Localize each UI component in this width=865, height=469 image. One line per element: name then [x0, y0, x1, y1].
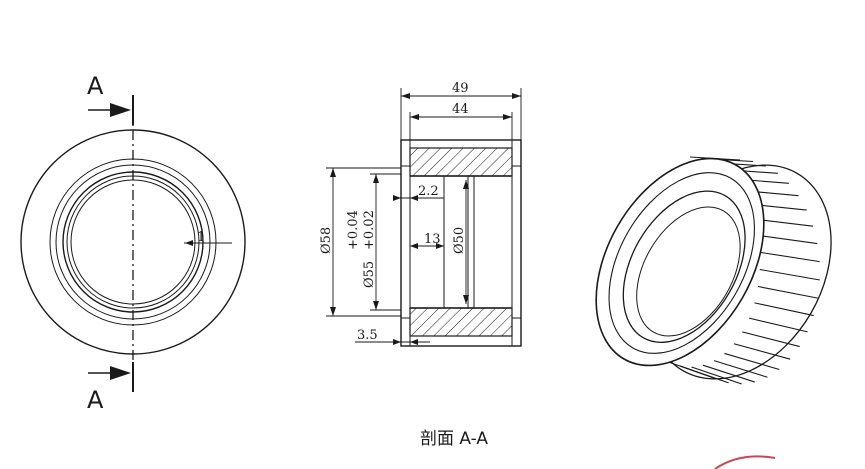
wall-dim-label: 1	[197, 230, 205, 245]
groove-arrow-right	[410, 195, 418, 201]
section-letter-bottom: A	[87, 386, 104, 414]
inner-width-label: 44	[452, 102, 469, 117]
dia55-label: Ø55	[362, 261, 377, 288]
groove-width-arrow-left	[410, 243, 418, 249]
tolerance-lower-label: +0.02	[362, 210, 377, 250]
groove-width-arrow-right	[436, 243, 444, 249]
flange-arrow-right	[410, 339, 418, 345]
overall-width-label: 49	[452, 81, 469, 96]
flange-right	[511, 165, 522, 319]
tooth-line	[759, 268, 820, 281]
section-letter-top: A	[87, 72, 104, 100]
tolerance-upper-label: +0.04	[346, 210, 361, 250]
tooth-line	[724, 352, 780, 371]
flange-arrow-left	[393, 339, 401, 345]
section-arrow-top-head	[110, 103, 131, 117]
isometric-view	[595, 156, 832, 385]
groove-dim-label: 2.2	[418, 184, 439, 199]
tooth-line	[742, 331, 800, 348]
inner-width-arrow-left	[410, 114, 419, 120]
front-view: A A 1	[20, 72, 246, 414]
dia50-label: Ø50	[452, 227, 467, 254]
hatched-wall-bottom	[409, 307, 513, 337]
front-flange-outer	[595, 157, 765, 367]
tooth-line	[713, 360, 768, 378]
outer-flange-circle	[20, 129, 246, 355]
section-caption: 剖面 A-A	[420, 429, 488, 449]
dia50-arrow-bottom	[463, 295, 469, 304]
groove-width-label: 13	[424, 232, 441, 247]
dia55-arrow-bottom	[373, 301, 379, 310]
section-view: 49 44 Ø58 +0.04 +0.02	[319, 81, 522, 449]
flange-dim-label: 3.5	[357, 328, 378, 343]
tooth-line	[702, 364, 755, 383]
flange-left	[400, 165, 411, 319]
inner-width-arrow-right	[503, 114, 512, 120]
hatched-wall-top	[409, 147, 513, 177]
tooth-line	[691, 366, 742, 385]
tooth-line	[759, 251, 820, 263]
dia58-arrow-bottom	[330, 307, 336, 316]
tooth-line	[668, 361, 717, 380]
tooth-line	[733, 343, 791, 360]
dia50-arrow-top	[463, 180, 469, 189]
stamp-edge	[714, 455, 776, 469]
tooth-line	[749, 317, 808, 333]
wall-dim-arrow	[185, 240, 193, 246]
tooth-line	[757, 285, 818, 299]
dia58-arrow-top	[330, 168, 336, 177]
overall-width-arrow-right	[512, 93, 521, 99]
front-flange-inner	[608, 172, 755, 354]
dia58-label: Ø58	[319, 227, 334, 254]
dia55-arrow-top	[373, 174, 379, 183]
tooth-line	[757, 234, 818, 245]
overall-width-arrow-left	[401, 93, 410, 99]
tooth-line	[754, 302, 814, 317]
bore-inner-ellipse	[636, 206, 741, 337]
bore-ellipse	[622, 190, 746, 344]
groove-arrow-left	[393, 195, 401, 201]
section-arrow-bottom-head	[110, 366, 131, 380]
